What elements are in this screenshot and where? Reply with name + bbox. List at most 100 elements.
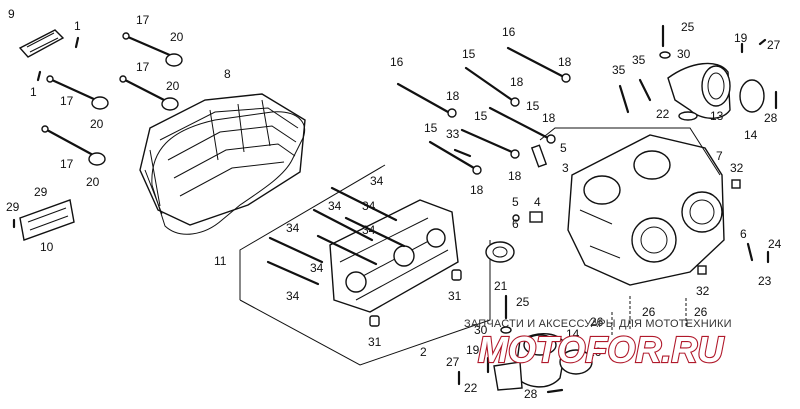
cylinder-head (567, 134, 725, 286)
callout-13: 13 (710, 109, 724, 123)
callout-7: 7 (716, 149, 723, 163)
seal-21 (485, 241, 515, 263)
callout-25: 25 (516, 295, 530, 309)
callout-20: 20 (90, 117, 104, 131)
callout-16: 16 (502, 25, 516, 39)
callout-26: 26 (590, 315, 604, 329)
callout-25: 25 (681, 20, 695, 34)
callout-21: 21 (494, 279, 508, 293)
group-bracket (239, 164, 491, 366)
bolt-34 (266, 186, 406, 286)
callout-22: 22 (464, 381, 478, 395)
sensor-35 (618, 84, 630, 114)
bolt-17-top (122, 32, 174, 58)
watermark-logo: MOTOFOR.RU (478, 329, 724, 370)
washer-30 (659, 51, 671, 59)
sensor-35 (638, 78, 652, 102)
clamp-14 (559, 349, 593, 375)
callout-22: 22 (656, 107, 670, 121)
callout-4: 4 (534, 195, 541, 209)
callout-15: 15 (474, 109, 488, 123)
washer-30 (500, 326, 512, 334)
callout-17: 17 (136, 13, 150, 27)
watermark: ЗАПЧАСТИ И АКСЕССУАРЫ ДЛЯ МОТОТЕХНИКИ MO… (464, 318, 731, 371)
callout-31: 31 (448, 289, 462, 303)
screw-28 (546, 388, 564, 394)
callout-18: 18 (508, 169, 522, 183)
callout-32: 32 (730, 161, 744, 175)
callout-24: 24 (768, 237, 782, 251)
callout-5: 5 (512, 195, 519, 209)
callout-34: 34 (362, 199, 376, 213)
callout-1: 1 (74, 19, 81, 33)
callout-35: 35 (632, 53, 646, 67)
callout-18: 18 (558, 55, 572, 69)
head-cover-8 (139, 93, 306, 226)
callout-18: 18 (446, 89, 460, 103)
callout-28: 28 (764, 111, 778, 125)
callout-1: 1 (30, 85, 37, 99)
bolt-33 (453, 148, 472, 158)
callout-6: 6 (512, 217, 519, 231)
callout-15: 15 (462, 47, 476, 61)
callout-8: 8 (224, 67, 231, 81)
callout-20: 20 (86, 175, 100, 189)
clamp-14 (739, 79, 765, 113)
dowel-31 (369, 315, 380, 327)
callout-18: 18 (510, 75, 524, 89)
fitting-22 (493, 361, 523, 391)
callout-34: 34 (286, 289, 300, 303)
callout-14: 14 (566, 327, 580, 341)
camshaft-holder-2 (329, 199, 459, 313)
callout-3: 3 (562, 161, 569, 175)
callout-26: 26 (642, 305, 656, 319)
callout-29: 29 (34, 185, 48, 199)
callout-16: 16 (390, 55, 404, 69)
callout-27: 27 (767, 38, 781, 52)
callout-17: 17 (60, 157, 74, 171)
callout-15: 15 (424, 121, 438, 135)
cap-32 (731, 179, 741, 189)
watermark-logo-part-b: FOR.RU (585, 329, 724, 370)
callout-17: 17 (60, 94, 74, 108)
callout-20: 20 (170, 30, 184, 44)
callout-30: 30 (474, 323, 488, 337)
callout-5: 5 (560, 141, 567, 155)
callout-20: 20 (166, 79, 180, 93)
head-bolt-16 (396, 46, 564, 114)
washer-18 (447, 73, 571, 175)
screw-1 (36, 36, 80, 82)
grommet-20 (88, 53, 183, 166)
watermark-logo-part-a: MOTO (478, 329, 585, 370)
bolt-17-left (46, 75, 98, 102)
thermostat-housing-13 (667, 62, 731, 119)
callout-31: 31 (368, 335, 382, 349)
callout-10: 10 (40, 240, 54, 254)
callout-34: 34 (310, 261, 324, 275)
callout-34: 34 (362, 223, 376, 237)
callout-15: 15 (526, 99, 540, 113)
callout-18: 18 (542, 111, 556, 125)
callout-19: 19 (466, 343, 480, 357)
callout-35: 35 (612, 63, 626, 77)
head-bolt-15 (428, 66, 550, 170)
callout-14: 14 (744, 128, 758, 142)
group-bracket (539, 127, 721, 176)
callout-labels: 9 1 1 17 20 17 20 8 17 20 17 20 29 29 10… (6, 7, 782, 401)
callout-30: 30 (677, 47, 691, 61)
callout-26: 26 (588, 345, 602, 359)
plate-9 (18, 29, 65, 58)
cap-32 (697, 265, 707, 275)
callout-33: 33 (446, 127, 460, 141)
callout-9: 9 (8, 7, 15, 21)
callout-29: 29 (6, 200, 20, 214)
pin-3 (530, 144, 548, 168)
callout-26: 26 (694, 305, 708, 319)
callout-19: 19 (734, 31, 748, 45)
callout-11: 11 (214, 254, 227, 268)
callout-17: 17 (136, 60, 150, 74)
callout-28: 28 (524, 387, 538, 401)
callout-34: 34 (286, 221, 300, 235)
